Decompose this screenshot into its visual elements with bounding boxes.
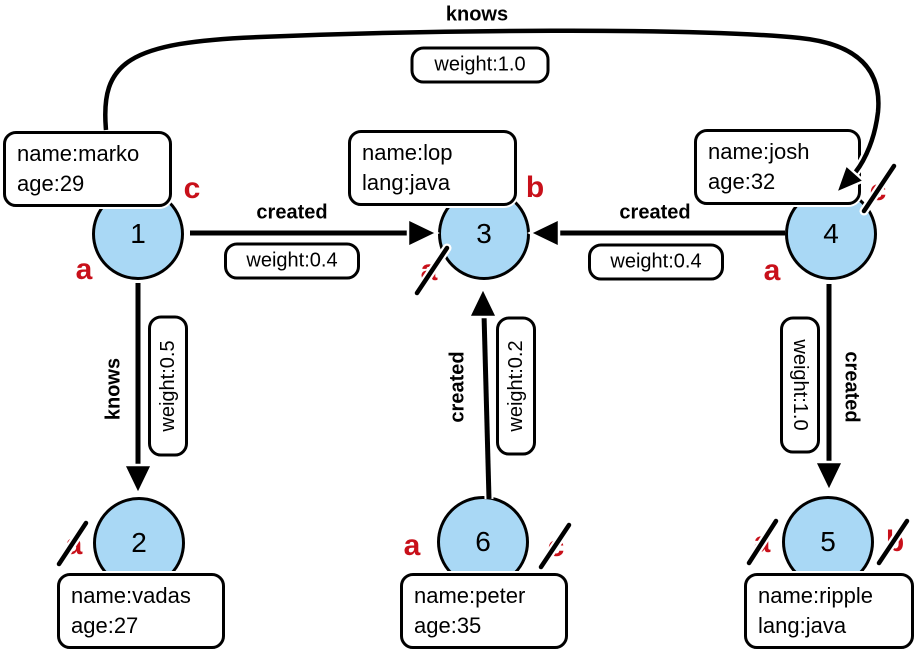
node-4-id: 4 [823, 218, 839, 249]
propbox-lop: name:lop lang:java [348, 130, 517, 206]
label-created-1-3: created [256, 201, 328, 224]
arrowhead-knows-1-4 [833, 162, 867, 196]
prop-line: lang:java [362, 169, 451, 195]
weightbox-created-4-3: weight:0.4 [588, 243, 724, 281]
slash-6-c [538, 522, 572, 570]
edge-knows-1-4-line [103, 28, 881, 178]
prop-line: name:ripple [758, 583, 873, 608]
prop-line: name:lop [362, 140, 453, 165]
propbox-peter: name:peter age:35 [400, 573, 568, 649]
slash-2-a [56, 520, 89, 567]
weight-value: weight:0.4 [246, 249, 338, 272]
prop-line: name:peter [414, 583, 526, 608]
prop-line: age:27 [71, 612, 139, 638]
slash-4-c [861, 163, 897, 214]
slash-5-b [876, 518, 910, 566]
arrowhead-created-4-3 [527, 217, 561, 249]
prop-line: name:josh [708, 139, 810, 164]
node-5: 5 [782, 496, 874, 588]
prop-line: age:29 [17, 170, 85, 196]
weight-value: weight:1.0 [434, 53, 526, 76]
step-label-4-a: a [763, 254, 781, 287]
label-created-4-3: created [619, 201, 691, 224]
node-5-id: 5 [820, 526, 836, 557]
arrowhead-knows-1-2 [122, 463, 154, 497]
weightbox-created-1-3: weight:0.4 [224, 242, 360, 280]
arrowhead-created-1-3 [406, 217, 440, 249]
prop-line: name:vadas [71, 583, 191, 608]
weight-value: weight:0.4 [610, 250, 702, 273]
propbox-josh: name:josh age:32 [694, 129, 861, 205]
prop-line: name:marko [17, 141, 140, 166]
slash-3-a [414, 245, 450, 296]
step-label-6-a: a [403, 529, 421, 562]
label-knows-1-4: knows [445, 3, 509, 26]
edge-created-6-3-line [481, 313, 492, 500]
propbox-vadas: name:vadas age:27 [57, 573, 225, 649]
node-6-id: 6 [475, 526, 491, 557]
step-label-3-b: b [525, 171, 545, 204]
arrowhead-created-4-5 [813, 460, 845, 494]
slash-5-a [746, 518, 779, 566]
node-3-id: 3 [476, 218, 492, 249]
prop-line: lang:java [758, 612, 847, 638]
node-1-id: 1 [130, 218, 146, 249]
node-2-id: 2 [131, 527, 147, 558]
propbox-marko: name:marko age:29 [3, 131, 172, 207]
prop-line: age:35 [414, 612, 482, 638]
step-label-1-c: c [183, 172, 201, 205]
step-label-1-a: a [75, 253, 93, 286]
prop-line: age:32 [708, 168, 776, 194]
arrowhead-created-6-3 [467, 285, 499, 319]
weightbox-knows-1-4: weight:1.0 [410, 46, 550, 84]
propbox-ripple: name:ripple lang:java [744, 573, 914, 649]
